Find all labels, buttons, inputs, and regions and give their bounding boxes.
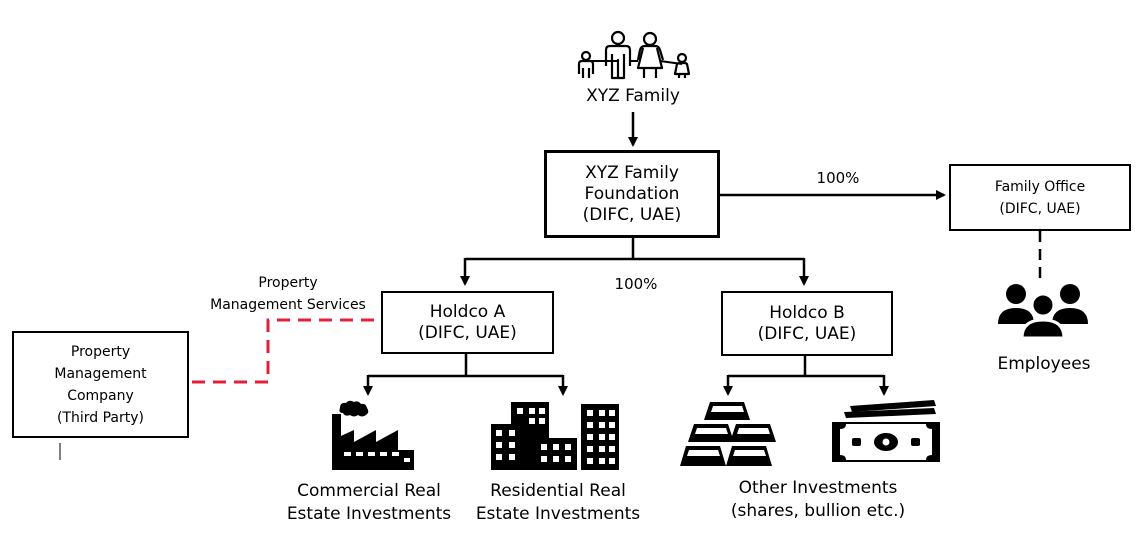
other-investments-line-1: Other Investments [738, 478, 898, 498]
foundation-line-3: (DIFC, UAE) [582, 204, 682, 225]
holdcos-ownership: 100% [614, 275, 658, 293]
foundation-box: XYZ Family Foundation (DIFC, UAE) [544, 150, 720, 238]
banknotes-icon [832, 400, 940, 462]
family-office-box: Family Office (DIFC, UAE) [949, 164, 1131, 231]
residential-label: Residential Real Estate Investments [466, 480, 650, 526]
holdco-b-line-2: (DIFC, UAE) [757, 323, 857, 344]
commercial-line-1: Commercial Real [297, 481, 441, 501]
gold-bars-icon [680, 402, 776, 466]
connector-holdco-b-to-investments [728, 355, 884, 378]
property-mgmt-line-3: Company [67, 387, 134, 404]
holdco-b-line-1: Holdco B [769, 302, 845, 323]
people-icon [998, 284, 1088, 340]
foundation-line-2: Foundation [584, 183, 680, 204]
other-investments-label: Other Investments (shares, bullion etc.) [696, 477, 940, 523]
property-services-line-1: Property [258, 275, 318, 291]
family-icon [577, 30, 691, 80]
family-label: XYZ Family [586, 86, 680, 106]
property-management-box: Property Management Company (Third Party… [12, 331, 189, 438]
family-office-line-2: (DIFC, UAE) [999, 200, 1081, 217]
connector-holdco-a-to-investments [368, 353, 563, 378]
factory-icon [332, 400, 414, 470]
other-investments-line-2: (shares, bullion etc.) [730, 501, 906, 521]
family-office-ownership: 100% [816, 169, 860, 187]
dashed-property-management-link [190, 318, 374, 384]
property-mgmt-line-4: (Third Party) [56, 409, 144, 426]
property-mgmt-line-1: Property [70, 343, 131, 360]
buildings-icon [491, 402, 619, 470]
family-office-line-1: Family Office [994, 178, 1086, 195]
residential-line-2: Estate Investments [475, 504, 641, 524]
commercial-line-2: Estate Investments [286, 504, 452, 524]
property-mgmt-line-2: Management [54, 365, 147, 382]
holdco-a-line-2: (DIFC, UAE) [418, 322, 517, 343]
property-services-line-2: Management Services [210, 297, 366, 313]
residential-line-1: Residential Real [490, 481, 626, 501]
connector-foundation-to-holdcos [465, 237, 804, 261]
employees-label: Employees [997, 354, 1091, 374]
property-services-label: Property Management Services [196, 272, 380, 316]
commercial-label: Commercial Real Estate Investments [281, 480, 457, 526]
holdco-b-box: Holdco B (DIFC, UAE) [721, 291, 893, 356]
holdco-a-box: Holdco A (DIFC, UAE) [381, 291, 554, 354]
foundation-line-1: XYZ Family [585, 162, 679, 183]
holdco-a-line-1: Holdco A [429, 301, 506, 322]
